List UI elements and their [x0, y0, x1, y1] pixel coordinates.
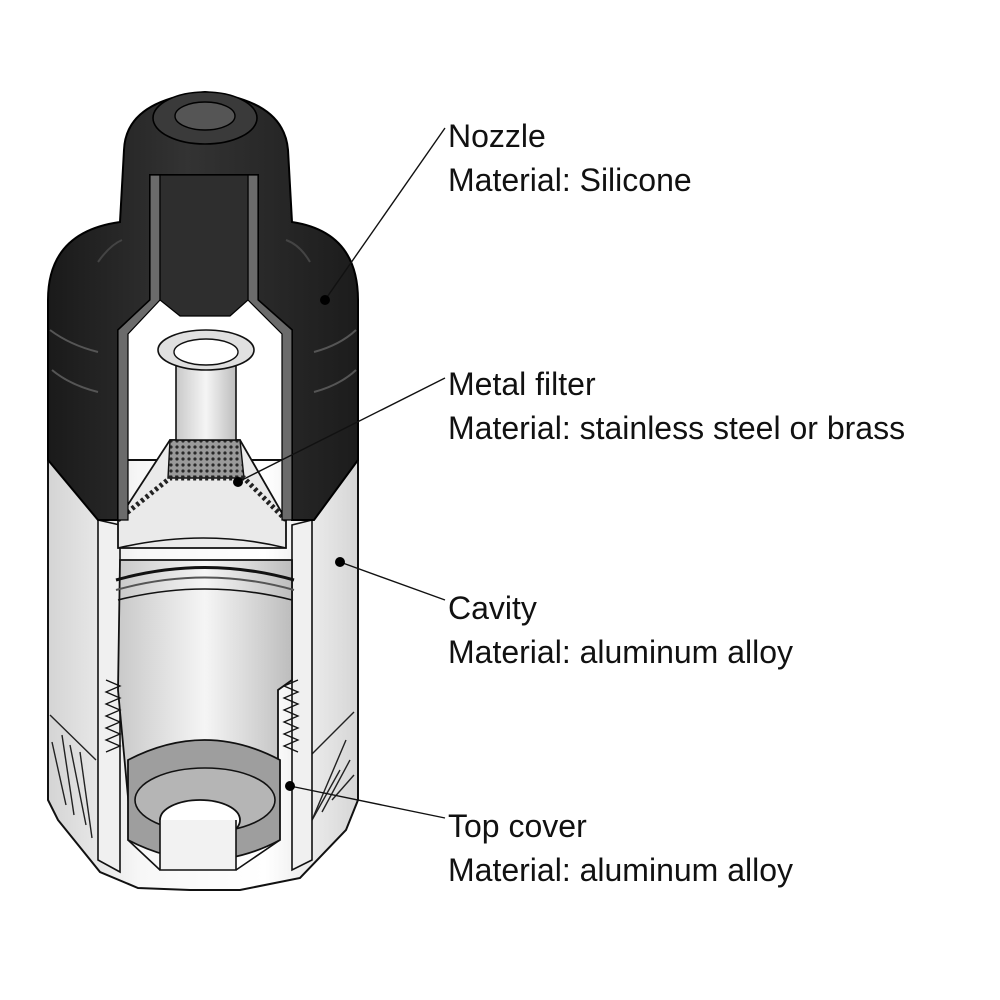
callout-cavity: Cavity Material: aluminum alloy	[448, 586, 793, 674]
callout-material: Material: aluminum alloy	[448, 852, 794, 888]
callout-top-cover: Top cover Material: aluminum alloy	[448, 804, 793, 892]
top-cover	[127, 739, 281, 871]
dot-cavity	[335, 557, 345, 567]
leader-top-cover	[289, 785, 446, 819]
silicone-nozzle	[47, 90, 359, 521]
dot-metal-filter	[233, 477, 243, 487]
callout-title: Metal filter	[448, 366, 596, 402]
callout-material: Material: stainless steel or brass	[448, 410, 906, 446]
callout-title: Top cover	[448, 808, 587, 844]
leader-cavity	[339, 561, 446, 601]
leader-metal-filter	[237, 377, 446, 483]
callout-title: Cavity	[448, 590, 537, 626]
dot-nozzle	[320, 295, 330, 305]
callout-material: Material: Silicone	[448, 162, 692, 198]
callout-nozzle: Nozzle Material: Silicone	[448, 114, 692, 202]
leader-lines	[237, 127, 446, 819]
callout-material: Material: aluminum alloy	[448, 634, 794, 670]
leader-dots	[233, 295, 345, 791]
leader-nozzle	[324, 127, 446, 301]
metal-filter	[116, 329, 288, 549]
callout-metal-filter: Metal filter Material: stainless steel o…	[448, 362, 905, 450]
dot-top-cover	[285, 781, 295, 791]
knurl-band	[49, 711, 355, 839]
thread-right	[282, 679, 300, 753]
thread-left	[104, 679, 122, 753]
callout-title: Nozzle	[448, 118, 546, 154]
